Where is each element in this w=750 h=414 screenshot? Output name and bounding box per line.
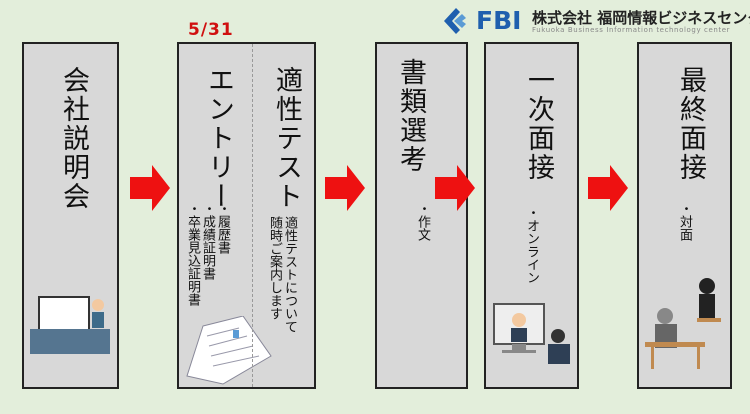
documents-illustration-icon bbox=[186, 316, 272, 385]
logo-text: FBI bbox=[476, 6, 522, 35]
step-document-screening: 書類選考 ・作文 bbox=[375, 42, 468, 389]
online-interview-illustration-icon bbox=[493, 303, 570, 364]
arrow-right-icon bbox=[130, 165, 170, 211]
note-line: 随時ご案内します bbox=[267, 216, 282, 320]
face-to-face-interview-illustration-icon bbox=[645, 278, 721, 369]
arrow-right-icon bbox=[435, 165, 475, 211]
document-item: ・卒業見込証明書 bbox=[185, 202, 200, 306]
seminar-illustration-icon bbox=[30, 296, 110, 354]
aptitude-test-note: 適性テストについて 随時ご案内します bbox=[267, 216, 297, 333]
step-title-entry: エントリー bbox=[203, 66, 234, 211]
step-entry-aptitude: エントリー ・履歴書 ・成績証明書 ・卒業見込証明書 適性テスト 適性テストにつ… bbox=[177, 42, 316, 389]
document-item: ・履歴書 bbox=[215, 202, 230, 254]
entry-deadline: 5/31 bbox=[188, 20, 234, 40]
company-name: 株式会社 福岡情報ビジネスセンター bbox=[532, 9, 750, 27]
step-title: 会社説明会 bbox=[58, 66, 89, 211]
entry-documents-list: ・履歴書 ・成績証明書 ・卒業見込証明書 bbox=[185, 202, 230, 306]
step-item: ・オンライン bbox=[524, 206, 539, 284]
arrow-right-icon bbox=[588, 165, 628, 211]
step-title: 一次面接 bbox=[523, 66, 554, 182]
step-title-aptitude: 適性テスト bbox=[271, 66, 302, 211]
document-item: ・成績証明書 bbox=[200, 202, 215, 280]
step-item: ・作文 bbox=[415, 202, 430, 241]
note-line: 適性テストについて bbox=[282, 216, 297, 333]
step-item: ・対面 bbox=[677, 202, 692, 241]
step-company-briefing: 会社説明会 bbox=[22, 42, 119, 389]
company-subtitle: Fukuoka Business Information technology … bbox=[532, 26, 731, 34]
column-divider bbox=[252, 44, 253, 387]
step-first-interview: 一次面接 ・オンライン bbox=[484, 42, 579, 389]
step-title: 最終面接 bbox=[675, 66, 706, 182]
step-title: 書類選考 bbox=[395, 58, 426, 174]
fbi-logo-icon bbox=[444, 8, 466, 34]
step-final-interview: 最終面接 ・対面 bbox=[637, 42, 732, 389]
arrow-right-icon bbox=[325, 165, 365, 211]
